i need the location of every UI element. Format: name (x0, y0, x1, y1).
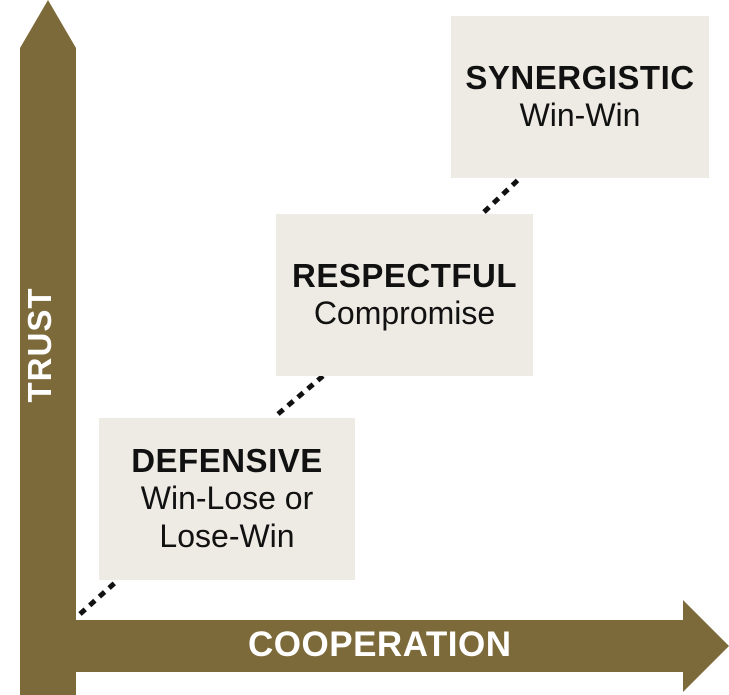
trust-axis-arrow (20, 0, 76, 695)
defensive-subtitle-line-2: Lose-Win (159, 517, 295, 554)
respectful-subtitle: Compromise (313, 295, 496, 332)
respectful-title: RESPECTFUL (291, 257, 517, 295)
defensive-box: DEFENSIVE Win-Lose or Lose-Win (99, 418, 355, 580)
respectful-box: RESPECTFUL Compromise (276, 214, 533, 376)
progression-line-3 (482, 178, 520, 214)
synergistic-title: SYNERGISTIC (465, 59, 695, 97)
progression-line-2 (276, 374, 325, 416)
synergistic-box: SYNERGISTIC Win-Win (451, 16, 709, 178)
synergistic-subtitle: Win-Win (519, 97, 641, 134)
cooperation-axis-arrow (20, 600, 729, 692)
cooperation-axis-label: COOPERATION (248, 625, 512, 664)
defensive-subtitle-line-1: Win-Lose or (140, 480, 314, 517)
progression-line-1 (78, 578, 120, 616)
trust-axis-label: TRUST (21, 287, 58, 403)
defensive-title: DEFENSIVE (131, 442, 323, 480)
